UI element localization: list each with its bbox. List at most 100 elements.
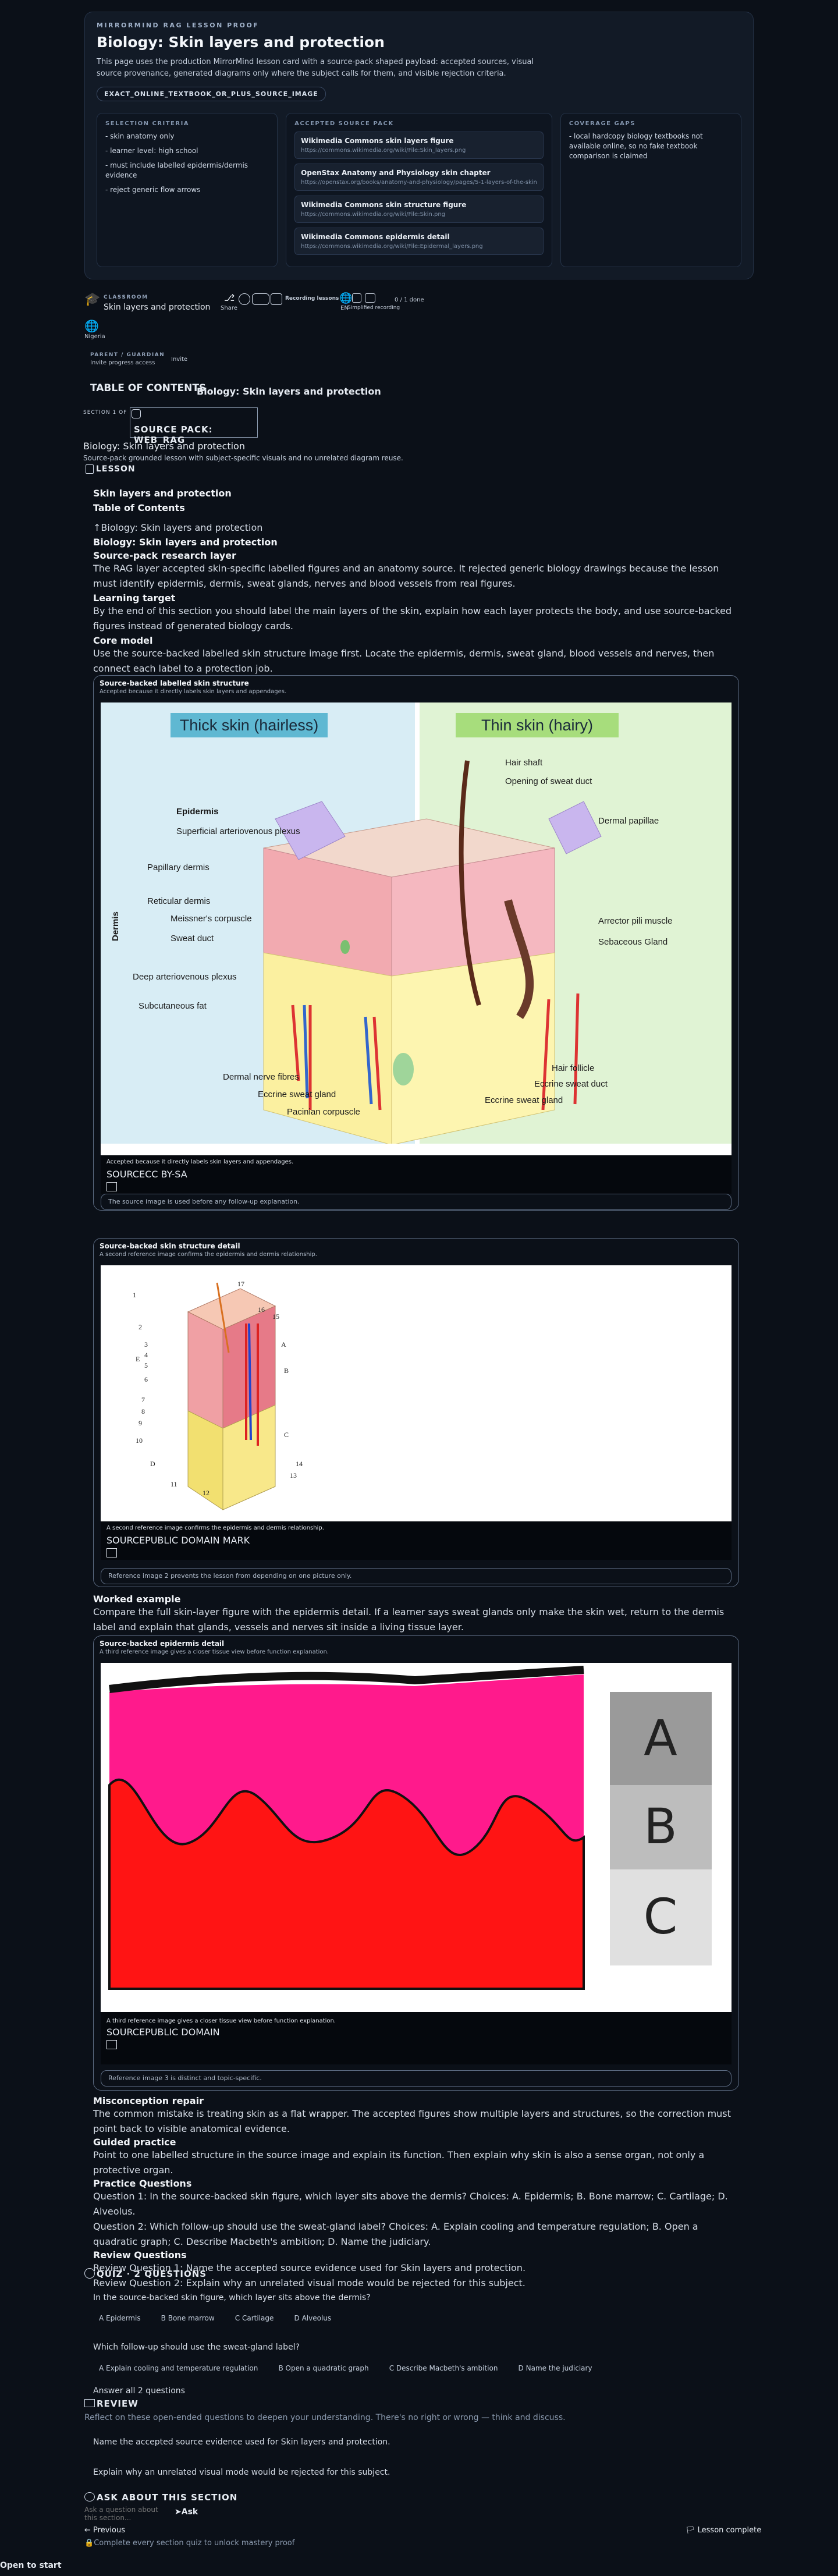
list-item: - skin anatomy only [105,132,175,140]
figure-note: Reference image 3 is distinct and topic-… [101,2070,732,2087]
send-icon: ➤ [175,2507,182,2517]
label-opening-duct: Opening of sweat duct [505,776,592,786]
ask-button[interactable]: ➤Ask [175,2507,198,2517]
svg-text:C: C [284,1431,289,1439]
toc-subtitle[interactable]: Biology: Skin layers and protection [197,386,381,397]
svg-text:E: E [136,1355,140,1363]
label-reticular-dermis: Reticular dermis [147,896,210,906]
choice-a[interactable]: A Explain cooling and temperature regula… [99,2364,258,2372]
previous-button[interactable]: ← Previous [84,2526,125,2535]
share-label[interactable]: Share [221,305,237,311]
review-q2: Review Question 2: Explain why an unrela… [93,2277,525,2288]
selection-criteria-card: SELECTION CRITERIA - skin anatomy only -… [97,113,278,267]
section-label: SECTION 1 OF [83,410,127,416]
figure-caption: Accepted because it directly labels skin… [101,1155,732,1194]
quiz-q1: In the source-backed skin figure, which … [93,2293,371,2302]
label-sebaceous: Sebaceous Gland [598,937,667,947]
label-eccrine-gland-right: Eccrine sweat gland [485,1095,563,1105]
accepted-source-card: ACCEPTED SOURCE PACK Wikimedia Commons s… [286,113,552,267]
figure-note: The source image is used before any foll… [101,1194,732,1210]
external-link-icon[interactable] [106,2040,117,2049]
guided-body: Point to one labelled structure in the s… [93,2149,705,2176]
globe-icon[interactable]: 🌐 [339,292,353,304]
svg-text:11: 11 [171,1480,177,1488]
layer-label-b: B [644,1798,677,1855]
source-title: Wikimedia Commons skin layers figure [301,137,454,145]
choice-b[interactable]: B Open a quadratic graph [278,2364,369,2372]
camera-icon[interactable] [365,293,375,303]
id-card-icon[interactable] [252,293,269,305]
external-link-icon[interactable] [106,1548,117,1557]
invite-button[interactable]: Invite [171,356,188,363]
source-url: https://commons.wikimedia.org/wiki/File:… [301,211,446,218]
skin-diagram-svg: Thick skin (hairless) Thin skin (hairy) [101,702,732,1155]
label-pacinian: Pacinian corpuscle [287,1107,360,1117]
document-icon [86,464,94,474]
external-link-icon[interactable] [106,1182,117,1191]
choice-c[interactable]: C Cartilage [235,2314,274,2322]
caption-text: A second reference image confirms the ep… [106,1525,324,1531]
svg-text:7: 7 [141,1396,145,1404]
language-label[interactable]: EN [340,305,349,311]
figure-caption: A third reference image gives a closer t… [101,2012,732,2064]
list-item: - reject generic flow arrows [105,186,201,194]
choice-c[interactable]: C Describe Macbeth's ambition [389,2364,498,2372]
lesson-subtitle: Source-pack grounded lesson with subject… [83,454,403,462]
choice-d[interactable]: D Alveolus [294,2314,332,2322]
region-label: Nigeria [84,333,105,340]
ask-input[interactable] [84,2506,166,2523]
globe-icon[interactable]: 🌐 [84,319,99,333]
svg-text:1: 1 [133,1291,136,1299]
svg-text:2: 2 [139,1323,142,1331]
svg-text:16: 16 [258,1305,265,1314]
figure-card-3: Source-backed epidermis detail A third r… [93,1635,739,2091]
progress-count: 0 / 1 done [395,297,424,303]
choice-a[interactable]: A Epidermis [99,2314,141,2322]
detail-labels: 1 2 3 4 5 6 7 8 9 10 11 12 13 14 15 16 1 [133,1280,303,1497]
review-q1: Review Question 1: Name the accepted sou… [93,2262,526,2273]
svg-text:6: 6 [144,1375,148,1383]
quiz-q2: Which follow-up should use the sweat-gla… [93,2343,300,2352]
figure-subheading: Accepted because it directly labels skin… [100,689,287,695]
lesson-complete[interactable]: 🏳 Lesson complete [686,2526,762,2535]
lesson-body: Skin layers and protection Table of Cont… [84,488,739,676]
svg-text:5: 5 [144,1361,148,1369]
source-license: SOURCEPUBLIC DOMAIN MARK [106,1535,250,1546]
toc-item[interactable]: Biology: Skin layers and protection [101,522,263,533]
rec-label: Simplified recording [347,305,400,311]
svg-text:8: 8 [141,1407,145,1415]
figure-caption: A second reference image confirms the ep… [101,1521,732,1560]
quiz-q2-choices: A Explain cooling and temperature regula… [99,2362,610,2373]
face-icon[interactable] [239,293,250,305]
worked-example: Worked example Compare the full skin-lay… [84,1594,739,1635]
toc-heading: Table of Contents [93,502,185,513]
card-heading: ACCEPTED SOURCE PACK [294,120,394,127]
figure-note: Reference image 2 prevents the lesson fr… [101,1568,732,1584]
quiz-q1-choices: A Epidermis B Bone marrow C Cartilage D … [99,2312,349,2323]
source-link[interactable]: OpenStax Anatomy and Physiology skin cha… [294,164,544,191]
choice-d[interactable]: D Name the judiciary [518,2364,592,2372]
source-pack-badge: SOURCE PACK: WEB_RAG [130,407,258,445]
share-icon[interactable]: ⎇ [224,292,235,303]
skin-layers-figure: Thick skin (hairless) Thin skin (hairy) [101,702,732,1155]
open-to-start[interactable]: Open to start [0,2561,62,2570]
book-icon[interactable] [271,293,282,305]
target-body: By the end of this section you should la… [93,605,732,631]
recording-lessons: Recording lessons [285,296,339,301]
chat-icon [84,2492,95,2502]
label-superficial-plexus: Superficial arteriovenous plexus [176,826,300,836]
worked-heading: Worked example [93,1594,181,1605]
toc-title: TABLE OF CONTENTS [90,382,207,394]
graduation-cap-icon[interactable]: 🎓 [84,292,101,307]
choice-b[interactable]: B Bone marrow [161,2314,215,2322]
page-description: This page uses the production MirrorMind… [97,58,534,78]
square-icon[interactable] [352,293,361,303]
page: MIRRORMIND RAG LESSON PROOF Biology: Ski… [0,12,838,2576]
figure-subheading: A third reference image gives a closer t… [100,1649,329,1655]
svg-text:B: B [284,1367,289,1375]
figure-heading: Source-backed epidermis detail [100,1640,225,1648]
label-hair-shaft: Hair shaft [505,758,543,768]
